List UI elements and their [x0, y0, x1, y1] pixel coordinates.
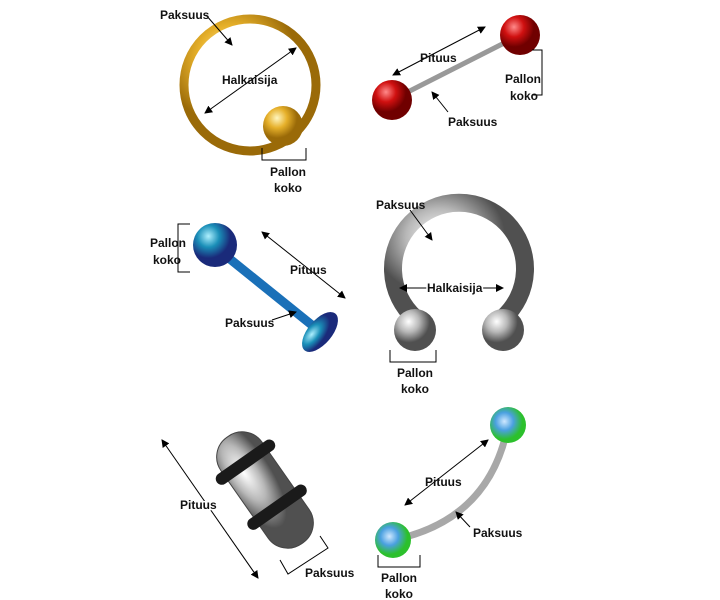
horseshoe-ball-left	[394, 309, 436, 351]
ring-ball-size-label-1: Pallon	[270, 165, 306, 179]
captive-bead-ring: Paksuus Halkaisija Pallon koko	[160, 8, 321, 195]
curved-ball-bottom	[375, 522, 411, 558]
horseshoe-ball-size-label-1: Pallon	[397, 366, 433, 380]
horseshoe-thickness-label: Paksuus	[376, 198, 426, 212]
curved-thickness-label: Paksuus	[473, 526, 523, 540]
barbell-length-label: Pituus	[420, 51, 457, 65]
ring-thickness-label: Paksuus	[160, 8, 210, 22]
horseshoe-ball-right	[482, 309, 524, 351]
horseshoe-body	[384, 193, 534, 325]
plug-thickness-label: Paksuus	[305, 566, 355, 580]
straight-barbell: Pituus Pallon koko Paksuus	[372, 15, 543, 129]
barbell-ball-size-label-1: Pallon	[505, 72, 541, 86]
horseshoe-ball-size-label-2: koko	[401, 382, 429, 396]
plug-o-ring-bottom	[247, 484, 307, 530]
barbell-ball-bottom	[372, 80, 412, 120]
labret: Pallon koko Pituus Paksuus	[150, 223, 346, 352]
ring-body	[179, 14, 321, 156]
barbell-thickness-label: Paksuus	[448, 115, 498, 129]
labret-disc	[302, 312, 338, 352]
ring-diameter-label: Halkaisija	[222, 73, 278, 87]
labret-thickness-label: Paksuus	[225, 316, 275, 330]
horseshoe-diameter-label: Halkaisija	[427, 281, 483, 295]
plug-length-label: Pituus	[180, 498, 217, 512]
labret-ball-size-label-1: Pallon	[150, 236, 186, 250]
plug: Pituus Paksuus	[161, 431, 355, 580]
barbell-ball-size-label-2: koko	[510, 89, 538, 103]
ring-ball-size-label-2: koko	[274, 181, 302, 195]
ring-ball	[263, 106, 303, 146]
curved-ball-size-label-2: koko	[385, 587, 413, 600]
labret-ball	[193, 223, 237, 267]
labret-length-label: Pituus	[290, 263, 327, 277]
curved-barbell: Pituus Paksuus Pallon koko	[375, 407, 526, 600]
labret-ball-size-label-2: koko	[153, 253, 181, 267]
barbell-ball-top	[500, 15, 540, 55]
curved-ball-size-label-1: Pallon	[381, 571, 417, 585]
barbell-bar	[390, 32, 522, 103]
curved-length-label: Pituus	[425, 475, 462, 489]
circular-barbell: Paksuus Halkaisija Pallon koko	[376, 193, 534, 396]
curved-ball-top	[490, 407, 526, 443]
